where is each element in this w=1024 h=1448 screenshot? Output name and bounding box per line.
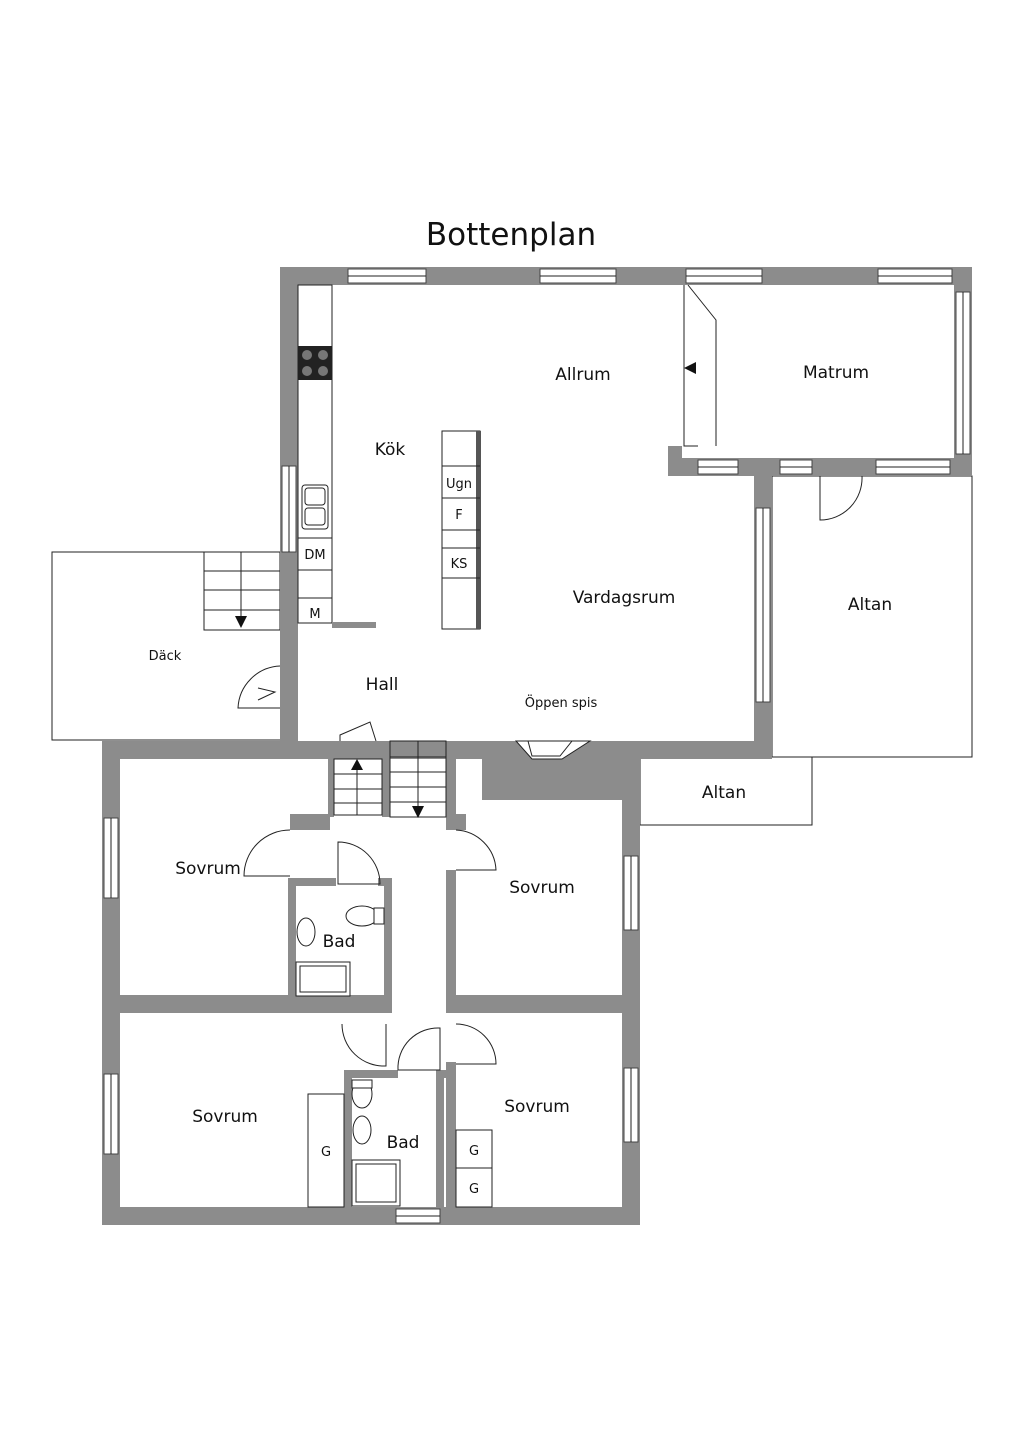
room-sovrum-se: Sovrum [504,1097,570,1117]
wardrobe-sw [307,1093,345,1208]
fixture-g-se-2: G [469,1182,479,1197]
fixture-dm: DM [304,548,325,563]
fixture-g-sw: G [321,1145,331,1160]
room-kok: Kök [375,440,406,460]
shower-icon [295,961,351,997]
interior-stair [333,740,447,818]
sovrum-sw-door [341,1023,387,1067]
room-matrum: Matrum [803,363,869,383]
label-oppen-spis: Öppen spis [525,694,598,711]
fixture-ks: KS [451,557,468,572]
fixture-m: M [309,607,320,622]
room-altan-lower: Altan [702,783,746,803]
fixture-f: F [455,508,462,523]
sovrum-se-door [455,1023,497,1065]
windows [103,268,971,1224]
room-sovrum-sw: Sovrum [192,1107,258,1127]
room-bad-lower: Bad [387,1133,420,1153]
room-hall: Hall [366,675,399,695]
kitchen-counter [297,284,376,628]
fireplace-icon [514,740,592,760]
shower-icon [351,1159,401,1207]
room-sovrum-ne: Sovrum [509,878,575,898]
bad-upper-fixtures [295,905,385,997]
sink-icon [301,484,329,530]
washbasin-icon [352,1115,372,1145]
sovrum-ne-door [455,829,497,871]
matrum-partition [683,284,717,447]
room-dack: Däck [149,649,182,664]
room-altan-upper: Altan [848,595,892,615]
bad-lower-fixtures [351,1079,401,1207]
room-bad-upper: Bad [323,932,356,952]
deck-stair [203,551,281,631]
fixture-ugn: Ugn [446,477,472,492]
stair-door [339,721,377,742]
washbasin-icon [296,917,316,947]
plan-title: Bottenplan [426,217,596,253]
toilet-icon [345,905,379,927]
room-allrum: Allrum [555,365,610,385]
room-vardagsrum: Vardagsrum [573,588,676,608]
fixture-g-se-1: G [469,1144,479,1159]
kitchen-island [441,430,481,630]
dack-area [51,551,285,741]
bad-lower-door [397,1027,441,1071]
room-sovrum-nw: Sovrum [175,859,241,879]
bad-upper-door [337,841,381,885]
altan-upper-area [771,475,973,758]
altan-door [819,475,863,521]
stove-icon [298,346,332,380]
entry-door [237,665,281,709]
sovrum-nw-door [243,829,291,877]
